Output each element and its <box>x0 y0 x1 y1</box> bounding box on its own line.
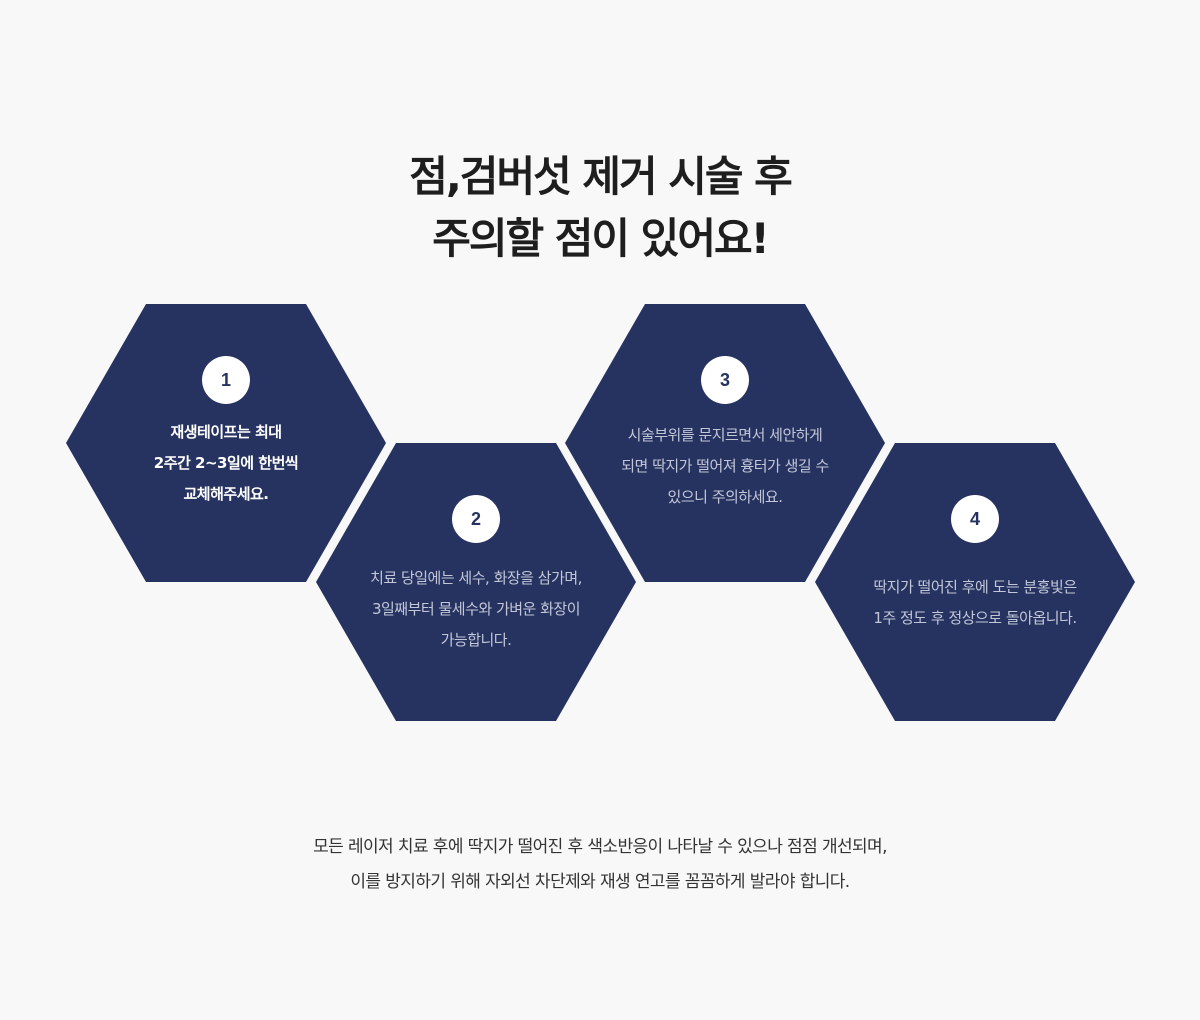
footer-note-line-2: 이를 방지하기 위해 자외선 차단제와 재생 연고를 꼼꼼하게 발라야 합니다. <box>350 872 850 892</box>
step-2-line-2: 3일째부터 물세수와 가벼운 화장이 <box>371 600 581 618</box>
step-2-number-badge: 2 <box>452 495 500 543</box>
step-1-description: 재생테이프는 최대 2주간 2~3일에 한번씩 교체해주세요. <box>86 417 366 510</box>
step-4-number-badge: 4 <box>951 495 999 543</box>
step-2-line-1: 치료 당일에는 세수, 화장을 삼가며, <box>370 569 582 587</box>
step-4-description: 딱지가 떨어진 후에 도는 분홍빛은 1주 정도 후 정상으로 돌아옵니다. <box>835 572 1115 634</box>
step-3-line-2: 되면 딱지가 떨어져 흉터가 생길 수 <box>621 457 829 475</box>
step-3-description: 시술부위를 문지르면서 세안하게 되면 딱지가 떨어져 흉터가 생길 수 있으니… <box>585 420 865 513</box>
step-2-line-3: 가능합니다. <box>440 631 512 649</box>
footer-note-line-1: 모든 레이저 치료 후에 딱지가 떨어진 후 색소반응이 나타날 수 있으나 점… <box>313 837 887 857</box>
page-title: 점,검버섯 제거 시술 후 주의할 점이 있어요! <box>0 146 1200 270</box>
step-2-hexagon: 2 치료 당일에는 세수, 화장을 삼가며, 3일째부터 물세수와 가벼운 화장… <box>316 443 636 721</box>
step-4-line-2: 1주 정도 후 정상으로 돌아옵니다. <box>873 609 1077 627</box>
step-1-line-3: 교체해주세요. <box>183 485 270 503</box>
step-2-description: 치료 당일에는 세수, 화장을 삼가며, 3일째부터 물세수와 가벼운 화장이 … <box>336 563 616 656</box>
footer-note: 모든 레이저 치료 후에 딱지가 떨어진 후 색소반응이 나타날 수 있으나 점… <box>0 830 1200 900</box>
step-3-hexagon: 3 시술부위를 문지르면서 세안하게 되면 딱지가 떨어져 흉터가 생길 수 있… <box>565 304 885 582</box>
step-1-line-2: 2주간 2~3일에 한번씩 <box>153 454 299 472</box>
step-1-line-1: 재생테이프는 최대 <box>170 423 282 441</box>
step-1-hexagon: 1 재생테이프는 최대 2주간 2~3일에 한번씩 교체해주세요. <box>66 304 386 582</box>
step-3-line-3: 있으니 주의하세요. <box>667 488 783 506</box>
step-4-hexagon: 4 딱지가 떨어진 후에 도는 분홍빛은 1주 정도 후 정상으로 돌아옵니다. <box>815 443 1135 721</box>
step-1-number-badge: 1 <box>202 356 250 404</box>
page-title-line-1: 점,검버섯 제거 시술 후 <box>409 152 793 202</box>
page-title-line-2: 주의할 점이 있어요! <box>432 214 770 264</box>
step-3-line-1: 시술부위를 문지르면서 세안하게 <box>627 426 823 444</box>
step-3-number-badge: 3 <box>701 356 749 404</box>
step-4-line-1: 딱지가 떨어진 후에 도는 분홍빛은 <box>873 578 1077 596</box>
